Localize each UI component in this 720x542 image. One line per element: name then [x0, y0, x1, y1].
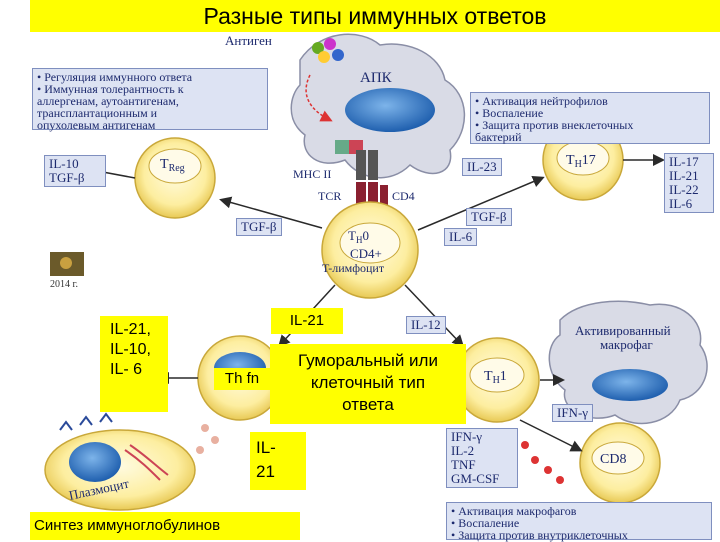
mhc-block	[335, 140, 349, 154]
mhc-stem	[356, 150, 366, 180]
granule	[556, 476, 564, 484]
note-line: • Защита против внеклеточных	[475, 118, 634, 132]
macrophage-label-2: макрофаг	[600, 337, 653, 352]
cd8-label: CD8	[600, 452, 626, 467]
th0-label: TH0	[348, 228, 369, 245]
title-bar: Разные типы иммунных ответов	[30, 0, 720, 32]
response-type-label: Гуморальный или клеточный тип ответа	[270, 344, 466, 424]
th17-cytokines: IL-17 IL-21 IL-22 IL-6	[664, 153, 714, 213]
note-line: трансплантационным и	[37, 106, 158, 120]
tcr-stem	[356, 182, 366, 210]
left-notes-box: • Регуляция иммунного ответа • Иммунная …	[32, 68, 268, 132]
antigen-uptake-arrow	[305, 74, 333, 122]
granule	[211, 436, 219, 444]
note-line: аллергенам, аутоантигенам,	[37, 94, 179, 108]
macrophage-cell	[548, 300, 708, 425]
il21-top-label: IL-21	[271, 308, 343, 334]
left-cytokine-label: IL-21, IL-10, IL- 6	[100, 316, 168, 412]
thumbnail-detail	[60, 257, 72, 269]
th0-cd4-label: CD4+	[350, 246, 382, 261]
note-line: опухолевым антигенам	[37, 118, 156, 132]
note-line: • Иммунная толерантность к	[37, 82, 184, 96]
treg-cytokines: IL-10 TGF-β	[44, 155, 106, 187]
arrow-th1-cd8	[519, 419, 583, 452]
treg-label: TReg	[160, 157, 185, 174]
note-line: • Активация нейтрофилов	[475, 94, 608, 108]
tgf-right-box: TGF-β	[466, 208, 512, 226]
bottom-notes-box: • Активация макрофагов • Воспаление • За…	[446, 502, 712, 542]
note-line: • Активация макрофагов	[451, 504, 577, 518]
note-line: • Регуляция иммунного ответа	[37, 70, 193, 84]
plasma-nucleus	[69, 442, 121, 482]
plasma-er	[124, 444, 169, 481]
ifn-gamma-box: IFN-γ	[552, 404, 594, 422]
il23-box: IL-23	[462, 158, 502, 176]
right-notes-box: • Активация нейтрофилов • Воспаление • З…	[470, 92, 710, 144]
apc-nucleus	[345, 88, 435, 132]
il12-box: IL-12	[406, 316, 446, 334]
granule	[201, 424, 209, 432]
antigen-particle	[318, 51, 330, 63]
arrow-to-treg	[219, 196, 323, 229]
thfn-label: Th fn	[214, 368, 270, 390]
granule	[196, 446, 204, 454]
cd4-stem	[380, 185, 388, 210]
cd8-nucleus	[591, 441, 645, 475]
arrow-to-th17	[417, 175, 545, 231]
th0-nucleus	[339, 222, 401, 264]
antigen-particle	[324, 38, 336, 50]
note-line: • Защита против внутриклеточных	[451, 528, 628, 542]
antigen-label: Антиген	[225, 33, 272, 48]
granule	[531, 456, 539, 464]
granule	[544, 466, 552, 474]
th17-label: TH17	[566, 153, 596, 170]
arrow-to-th1	[404, 284, 465, 348]
apc-label: АПК	[360, 70, 393, 86]
antibody-icon	[59, 412, 113, 431]
tgf-left-box: TGF-β	[236, 218, 282, 236]
mhc-stem	[368, 150, 378, 180]
cd4-label: CD4	[392, 189, 415, 203]
th0-type-label: T-лимфоцит	[322, 261, 385, 275]
treg-nucleus	[148, 148, 202, 184]
note-line: • Воспаление	[451, 516, 520, 530]
plasma-cell	[44, 429, 196, 511]
macrophage-nucleus	[592, 369, 668, 401]
il6-box: IL-6	[444, 228, 478, 246]
granule	[521, 441, 529, 449]
note-line: • Воспаление	[475, 106, 544, 120]
antigen-particle	[332, 49, 344, 61]
tcr-stem	[368, 182, 378, 210]
th1-label: TH1	[484, 369, 507, 386]
year-label: 2014 г.	[50, 279, 78, 290]
th1-nucleus	[469, 357, 525, 393]
note-line: бактерий	[475, 130, 522, 144]
tcr-label: TCR	[318, 189, 341, 203]
macrophage-label: Активированный	[575, 323, 671, 338]
il21-bottom-label: IL- 21	[250, 432, 306, 490]
page-title: Разные типы иммунных ответов	[203, 2, 547, 29]
th1-cytokines: IFN-γ IL-2 TNF GM-CSF	[446, 428, 518, 488]
antigen-particle	[312, 42, 324, 54]
mhc-label: MHC II	[293, 167, 331, 181]
synthesis-label: Синтез иммуноглобулинов	[30, 512, 300, 540]
